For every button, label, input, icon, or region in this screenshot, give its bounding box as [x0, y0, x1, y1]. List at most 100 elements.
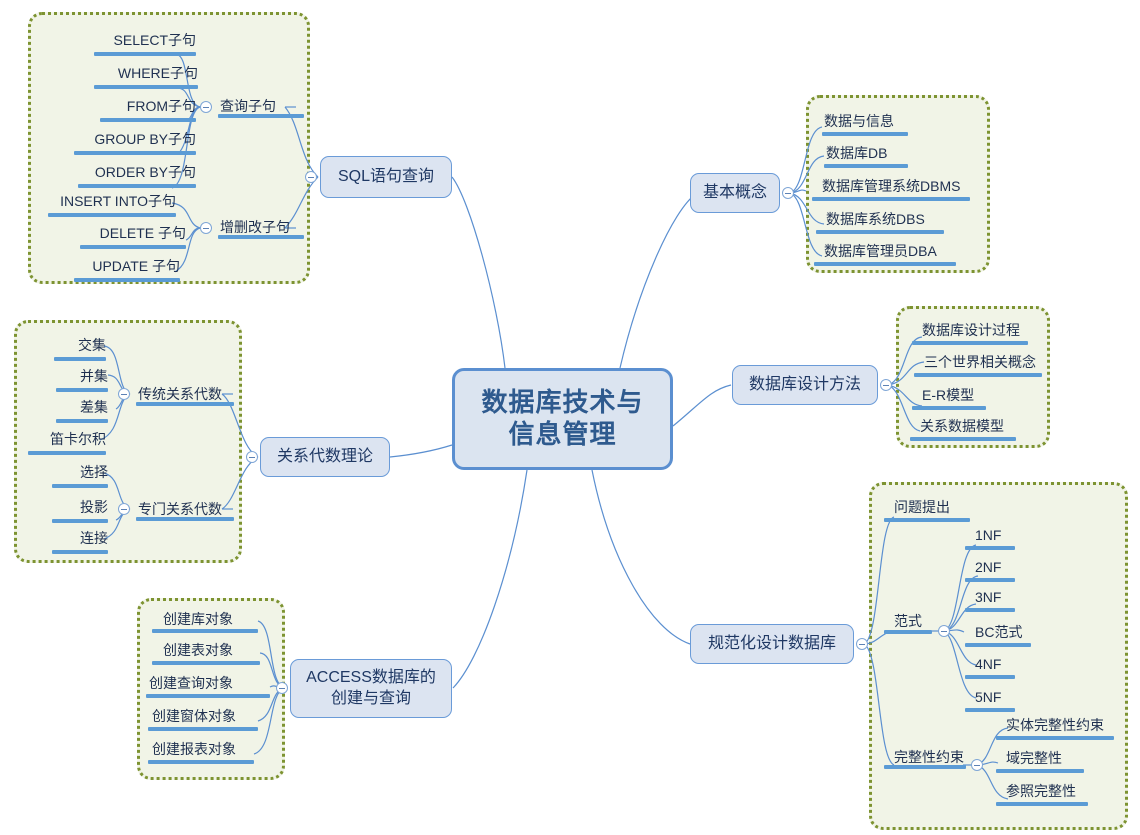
- leaf-node[interactable]: 实体完整性约束: [1006, 718, 1104, 732]
- group-label-text: 范式: [894, 613, 922, 629]
- leaf-node[interactable]: 数据与信息: [824, 114, 894, 128]
- leaf-node[interactable]: 关系数据模型: [920, 419, 1004, 433]
- toggle-branch-relational-algebra[interactable]: [246, 451, 258, 463]
- leaf-label: 创建表对象: [163, 642, 233, 658]
- group-label-special-algebra[interactable]: 专门关系代数: [138, 502, 222, 516]
- leaf-node[interactable]: 数据库设计过程: [922, 323, 1020, 337]
- leaf-label: DELETE 子句: [99, 225, 186, 241]
- toggle-query-clause[interactable]: [200, 101, 212, 113]
- group-label-modify-clause[interactable]: 增删改子句: [220, 220, 290, 234]
- branch-node-normalization[interactable]: 规范化设计数据库: [690, 624, 854, 664]
- leaf-node[interactable]: DELETE 子句: [56, 226, 186, 240]
- leaf-node[interactable]: WHERE子句: [60, 66, 198, 80]
- toggle-special-algebra[interactable]: [118, 503, 130, 515]
- leaf-node[interactable]: E-R模型: [922, 388, 974, 402]
- leaf-node[interactable]: 创建窗体对象: [152, 709, 236, 723]
- group-label-traditional-algebra[interactable]: 传统关系代数: [138, 387, 222, 401]
- branch-node-design-methods[interactable]: 数据库设计方法: [732, 365, 878, 405]
- toggle-branch-sql[interactable]: [305, 171, 317, 183]
- leaf-node[interactable]: 笛卡尔积: [24, 432, 106, 446]
- leaf-node[interactable]: 三个世界相关概念: [924, 355, 1036, 369]
- toggle-traditional-algebra[interactable]: [118, 388, 130, 400]
- underline-leaf: [78, 184, 196, 188]
- boundary-basic-concepts-group: [806, 95, 990, 273]
- leaf-node[interactable]: 2NF: [975, 560, 1001, 574]
- leaf-node[interactable]: 数据库管理员DBA: [824, 244, 937, 258]
- leaf-node[interactable]: BC范式: [975, 625, 1022, 639]
- leaf-label: 并集: [80, 368, 108, 384]
- leaf-label: 2NF: [975, 559, 1002, 575]
- leaf-node[interactable]: 5NF: [975, 690, 1001, 704]
- leaf-node[interactable]: 并集: [30, 369, 108, 383]
- toggle-branch-design-methods[interactable]: [880, 379, 892, 391]
- leaf-label: 创建报表对象: [152, 741, 236, 757]
- toggle-branch-basic-concepts[interactable]: [782, 187, 794, 199]
- leaf-node[interactable]: 数据库系统DBS: [826, 212, 925, 226]
- leaf-node[interactable]: ORDER BY子句: [50, 165, 196, 179]
- leaf-node[interactable]: 3NF: [975, 590, 1001, 604]
- underline-leaf: [824, 164, 908, 168]
- leaf-node[interactable]: 差集: [30, 400, 108, 414]
- group-label-normal-forms[interactable]: 范式: [894, 614, 922, 628]
- toggle-normal-forms[interactable]: [938, 625, 950, 637]
- branch-label-basic-concepts: 基本概念: [702, 183, 767, 201]
- leaf-label: BC范式: [975, 624, 1023, 640]
- underline-leaf: [996, 736, 1114, 740]
- branch-label-design-methods: 数据库设计方法: [748, 375, 861, 393]
- branch-node-basic-concepts[interactable]: 基本概念: [690, 173, 780, 213]
- leaf-label: 笛卡尔积: [50, 431, 106, 447]
- group-label-text: 专门关系代数: [138, 501, 222, 517]
- leaf-label: GROUP BY子句: [94, 131, 196, 147]
- leaf-node[interactable]: 4NF: [975, 657, 1001, 671]
- underline-leaf: [148, 727, 258, 731]
- leaf-node[interactable]: INSERT INTO子句: [30, 194, 176, 208]
- leaf-node[interactable]: UPDATE 子句: [50, 259, 180, 273]
- leaf-node[interactable]: 数据库管理系统DBMS: [822, 179, 960, 193]
- underline-leaf: [152, 629, 258, 633]
- leaf-node[interactable]: 连接: [30, 531, 108, 545]
- underline-leaf: [52, 550, 108, 554]
- branch-node-access[interactable]: ACCESS数据库的 创建与查询: [290, 659, 452, 718]
- leaf-label: 交集: [78, 337, 106, 353]
- leaf-node[interactable]: 创建查询对象: [149, 676, 233, 690]
- branch-node-relational-algebra[interactable]: 关系代数理论: [260, 437, 390, 477]
- leaf-node[interactable]: 选择: [30, 465, 108, 479]
- leaf-node-problem-statement[interactable]: 问题提出: [894, 500, 950, 514]
- leaf-node[interactable]: GROUP BY子句: [50, 132, 196, 146]
- leaf-node[interactable]: FROM子句: [60, 99, 196, 113]
- leaf-node[interactable]: SELECT子句: [60, 33, 196, 47]
- branch-label-access-line1: ACCESS数据库的: [306, 669, 436, 687]
- leaf-node[interactable]: 创建库对象: [163, 612, 233, 626]
- underline-leaf: [816, 230, 944, 234]
- leaf-node[interactable]: 创建表对象: [163, 643, 233, 657]
- group-label-query-clause[interactable]: 查询子句: [220, 99, 276, 113]
- leaf-node[interactable]: 创建报表对象: [152, 742, 236, 756]
- underline-leaf: [965, 708, 1015, 712]
- leaf-node[interactable]: 投影: [30, 500, 108, 514]
- central-node[interactable]: 数据库技术与 信息管理: [452, 368, 673, 470]
- group-label-integrity-constraints[interactable]: 完整性约束: [894, 750, 964, 764]
- leaf-label: 连接: [80, 530, 108, 546]
- leaf-label: INSERT INTO子句: [60, 193, 176, 209]
- underline-leaf: [94, 85, 198, 89]
- leaf-node[interactable]: 交集: [30, 338, 106, 352]
- underline-leaf: [152, 661, 260, 665]
- underline-leaf: [56, 419, 108, 423]
- leaf-node[interactable]: 参照完整性: [1006, 784, 1076, 798]
- toggle-branch-access[interactable]: [276, 682, 288, 694]
- underline-query-clause: [218, 114, 304, 118]
- leaf-label: 投影: [80, 499, 108, 515]
- underline-normal-forms: [884, 630, 932, 634]
- leaf-label: 创建窗体对象: [152, 708, 236, 724]
- toggle-integrity-constraints[interactable]: [971, 759, 983, 771]
- toggle-modify-clause[interactable]: [200, 222, 212, 234]
- underline-leaf: [965, 675, 1015, 679]
- toggle-branch-normalization[interactable]: [856, 638, 868, 650]
- leaf-node[interactable]: 1NF: [975, 528, 1001, 542]
- group-label-text: 查询子句: [220, 98, 276, 114]
- underline-leaf: [912, 341, 1028, 345]
- leaf-node[interactable]: 域完整性: [1006, 751, 1062, 765]
- leaf-node[interactable]: 数据库DB: [826, 146, 887, 160]
- branch-node-sql[interactable]: SQL语句查询: [320, 156, 452, 198]
- underline-leaf: [100, 118, 196, 122]
